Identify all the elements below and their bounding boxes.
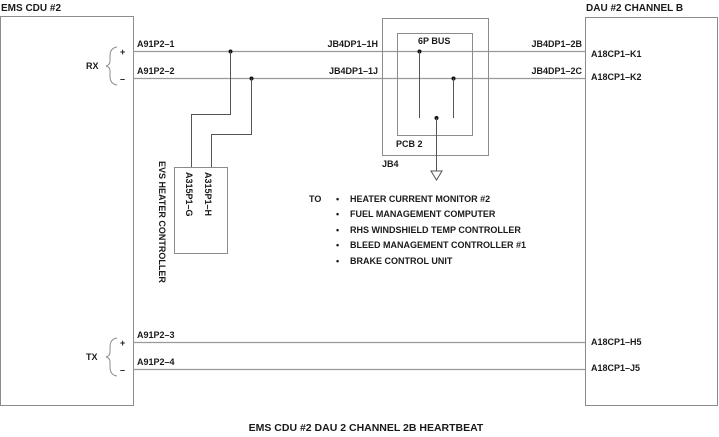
destination-item: FUEL MANAGEMENT COMPUTER <box>350 209 496 219</box>
right-unit-name: DAU #2 CHANNEL B <box>586 3 683 14</box>
evs-controller-box <box>174 167 228 254</box>
rx-plus: + <box>120 47 125 57</box>
destination-bullet: • <box>336 194 339 204</box>
pin-label-a91p2-3: A91P2–3 <box>137 330 175 340</box>
destination-item: HEATER CURRENT MONITOR #2 <box>350 194 490 204</box>
left-unit-name: EMS CDU #2 <box>1 3 61 14</box>
pcb2-box <box>397 33 473 136</box>
tx-brace <box>105 337 118 377</box>
pin-label-a91p2-1: A91P2–1 <box>137 39 175 49</box>
diagram-title: EMS CDU #2 DAU 2 CHANNEL 2B HEARTBEAT <box>249 422 484 434</box>
destination-bullet: • <box>336 225 339 235</box>
pcb-label: PCB 2 <box>396 139 423 149</box>
pin-label-jb4dp1-2b: JB4DP1–2B <box>531 39 582 49</box>
pin-label-a91p2-2: A91P2–2 <box>137 66 175 76</box>
pin-label-jb4dp1-1j: JB4DP1–1J <box>329 66 378 76</box>
wire-evs-g <box>211 78 252 167</box>
destinations-list: • HEATER CURRENT MONITOR #2 • FUEL MANAG… <box>336 194 526 266</box>
left-unit-box <box>0 16 134 406</box>
evs-pin-h: A315P1–H <box>203 172 213 216</box>
pin-label-a18cp1-h5: A18CP1–H5 <box>591 337 642 347</box>
pin-label-jb4dp1-1h: JB4DP1–1H <box>327 39 378 49</box>
destination-bullet: • <box>336 209 339 219</box>
pin-label-a18cp1-k1: A18CP1–K1 <box>591 49 642 59</box>
destination-item: RHS WINDSHIELD TEMP CONTROLLER <box>350 225 521 235</box>
pin-label-a18cp1-j5: A18CP1–J5 <box>591 363 640 373</box>
evs-controller-name: EVS HEATER CONTROLLER <box>157 161 167 283</box>
bus-label: 6P BUS <box>418 36 450 46</box>
pin-label-a18cp1-k2: A18CP1–K2 <box>591 72 642 82</box>
tx-label: TX <box>86 352 98 362</box>
tx-plus: + <box>120 338 125 348</box>
destination-item: BRAKE CONTROL UNIT <box>350 256 453 266</box>
rx-brace <box>105 46 118 86</box>
jb4-box <box>382 18 489 156</box>
destination-item: BLEED MANAGEMENT CONTROLLER #1 <box>350 240 526 250</box>
output-arrow-icon <box>430 170 443 181</box>
wire-evs-h <box>191 51 231 167</box>
destination-bullet: • <box>336 240 339 250</box>
tx-minus: – <box>120 365 125 375</box>
evs-pin-g: A315P1–G <box>184 172 194 217</box>
rx-minus: – <box>120 74 125 84</box>
pin-label-a91p2-4: A91P2–4 <box>137 357 175 367</box>
destination-bullet: • <box>336 256 339 266</box>
right-unit-box <box>585 17 718 406</box>
rx-label: RX <box>86 61 99 71</box>
jb4-label: JB4 <box>382 159 399 169</box>
pin-label-jb4dp1-2c: JB4DP1–2C <box>531 66 582 76</box>
destinations-prefix: TO <box>309 194 321 204</box>
